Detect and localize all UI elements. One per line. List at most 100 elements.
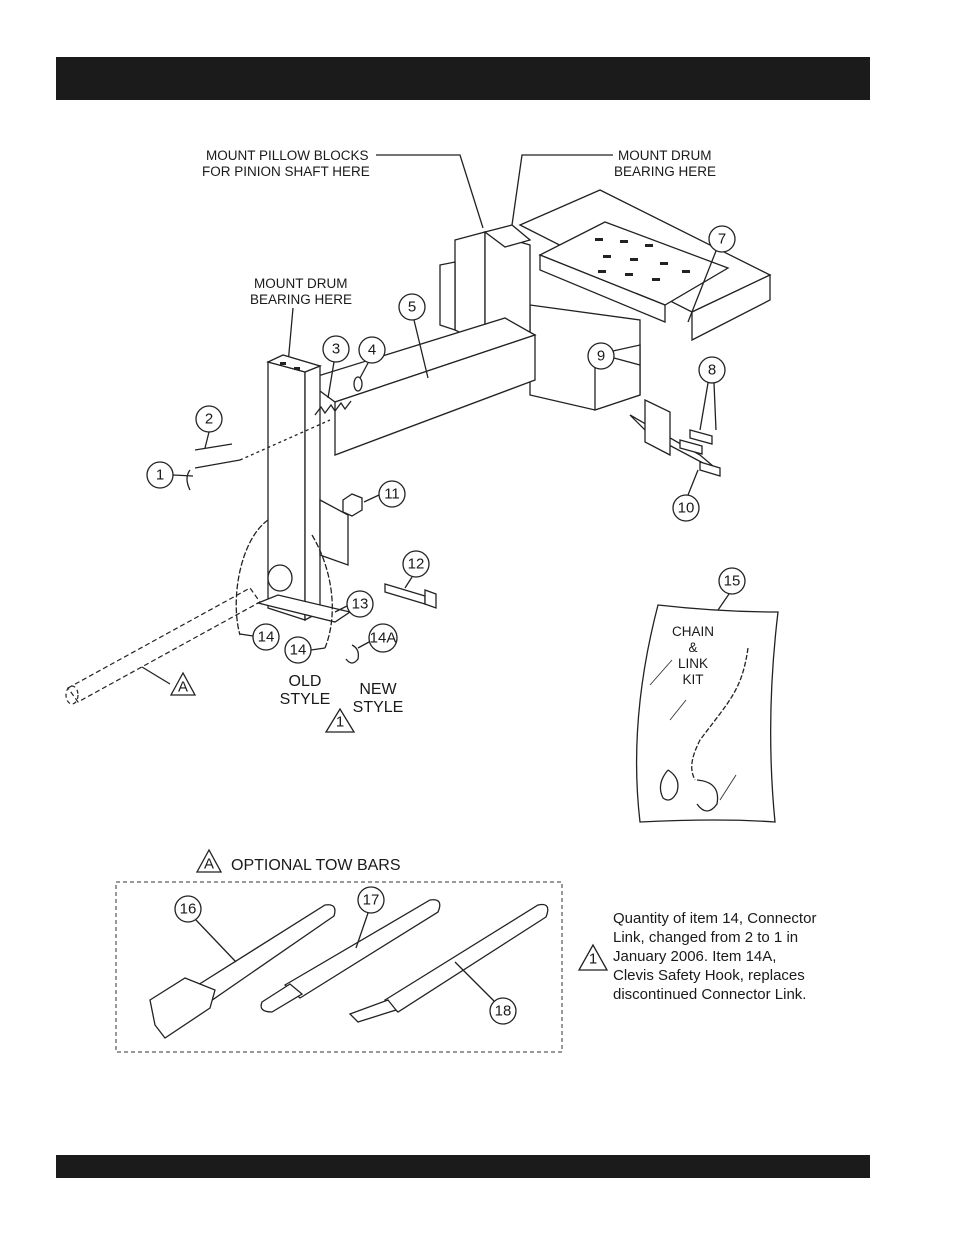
chain-right [311,534,333,649]
shaft-end-10 [699,461,721,477]
bubble-14-left: 14 [239,623,280,651]
tow-bars-title: OPTIONAL TOW BARS [231,857,401,874]
back-post-top [483,224,532,248]
svg-text:3: 3 [332,341,340,358]
callout-drum-right-line1: MOUNT DRUM [618,148,712,163]
chain-link-kit: CHAIN & LINK KIT [635,604,779,823]
callout-drum-bearing-right: MOUNT DRUM BEARING HERE [510,148,716,233]
new-style-line2: STYLE [353,699,404,716]
chain-left [235,519,269,636]
marker-A-tow [195,848,223,873]
bubble-14-right: 14 [284,636,326,664]
pin-1 [194,459,241,469]
leader-A-main [141,666,171,685]
note-line-3: January 2006. Item 14A, [613,948,776,965]
note-line-5: discontinued Connector Link. [613,986,806,1003]
front-post-side [304,365,321,622]
bubble-14A: 14A [357,623,398,653]
clevis-hook [345,644,360,664]
hitch-plate [319,498,349,566]
bubble-9: 9 [587,342,641,370]
bolt-12-head [424,589,437,609]
svg-text:1: 1 [156,467,164,484]
marker-A-tow-letter: A [204,856,214,873]
frame-assembly [255,189,772,623]
kit-label-2: & [688,640,697,655]
nut-11 [342,493,363,517]
note-line-4: Clevis Safety Hook, replaces [613,967,805,984]
svg-text:4: 4 [368,342,376,359]
svg-text:A: A [178,679,188,696]
bubble-2: 2 [195,405,223,449]
svg-text:2: 2 [205,411,213,428]
kit-chain [691,647,749,781]
svg-text:11: 11 [384,486,400,503]
bearing-plate [644,398,671,457]
svg-text:1: 1 [336,714,344,731]
bubble-12: 12 [402,550,430,589]
chains [235,519,360,664]
marker-note-1 [577,943,609,971]
kit-label-3: LINK [678,656,708,671]
leader-drum-left [287,307,294,365]
bubble-5: 5 [398,293,429,379]
callout-drum-right-line2: BEARING HERE [614,164,716,179]
callout-pillow-line2: FOR PINION SHAFT HERE [202,164,370,179]
main-tube-face [334,334,536,456]
bubble-13: 13 [334,590,374,618]
marker-note-1-digit: 1 [589,951,597,968]
tow-bar-18 [383,903,549,1013]
svg-text:14: 14 [290,642,307,659]
revision-note: 1 Quantity of item 14, Connector Link, c… [577,910,816,1003]
leader-drum-right [510,154,613,233]
tow-bar-16-coupler [149,977,216,1039]
header-bar [56,57,870,100]
bubble-17: 17 [355,886,385,949]
post-hole [267,564,293,592]
item-bubbles: 1 2 3 4 5 7 8 9 10 11 12 13 14 14 14A 15 [146,225,746,664]
svg-text:15: 15 [724,573,741,590]
svg-text:16: 16 [180,901,197,918]
kit-bag [635,604,779,823]
pin-2 [194,443,233,451]
optional-tow-bars: A OPTIONAL TOW BARS 16 17 18 [115,848,563,1053]
spring-3 [314,400,352,416]
bubble-8: 8 [698,356,726,431]
new-style-line1: NEW [359,681,397,698]
kit-link [659,769,679,801]
bubble-16: 16 [174,895,237,963]
back-plate [439,261,456,331]
bubble-11: 11 [363,480,406,508]
svg-text:9: 9 [597,348,605,365]
tray-side [691,273,771,342]
svg-text:10: 10 [678,500,695,517]
svg-text:8: 8 [708,362,716,379]
bubble-10: 10 [672,469,700,522]
leader-pillow [376,154,484,229]
callout-drum-left-line2: BEARING HERE [250,292,352,307]
svg-text:12: 12 [408,556,425,573]
callout-pillow-blocks: MOUNT PILLOW BLOCKS FOR PINION SHAFT HER… [202,148,484,229]
platform-slots [595,238,690,281]
marker-A-main: A [169,671,197,696]
tow-bar-18-tongue [348,999,398,1023]
svg-text:18: 18 [495,1003,512,1020]
front-post-top [266,354,322,373]
hardware-pins [186,376,363,491]
bubble-4: 4 [358,336,386,379]
hardware-bolt [342,429,721,609]
tow-bar-17 [283,899,441,999]
pin-1-hook [186,469,191,491]
bubble-18: 18 [454,961,517,1025]
washer-4 [353,376,363,392]
kit-hook [696,779,719,812]
bubble-7: 7 [687,225,736,323]
platform-edge [539,254,666,323]
kit-label-1: CHAIN [672,624,714,639]
tow-bar-16 [188,904,336,1006]
tow-bar-17-loop [260,983,304,1013]
old-style-line2: STYLE [280,691,331,708]
svg-text:7: 7 [718,231,726,248]
footer-bar [56,1155,870,1178]
